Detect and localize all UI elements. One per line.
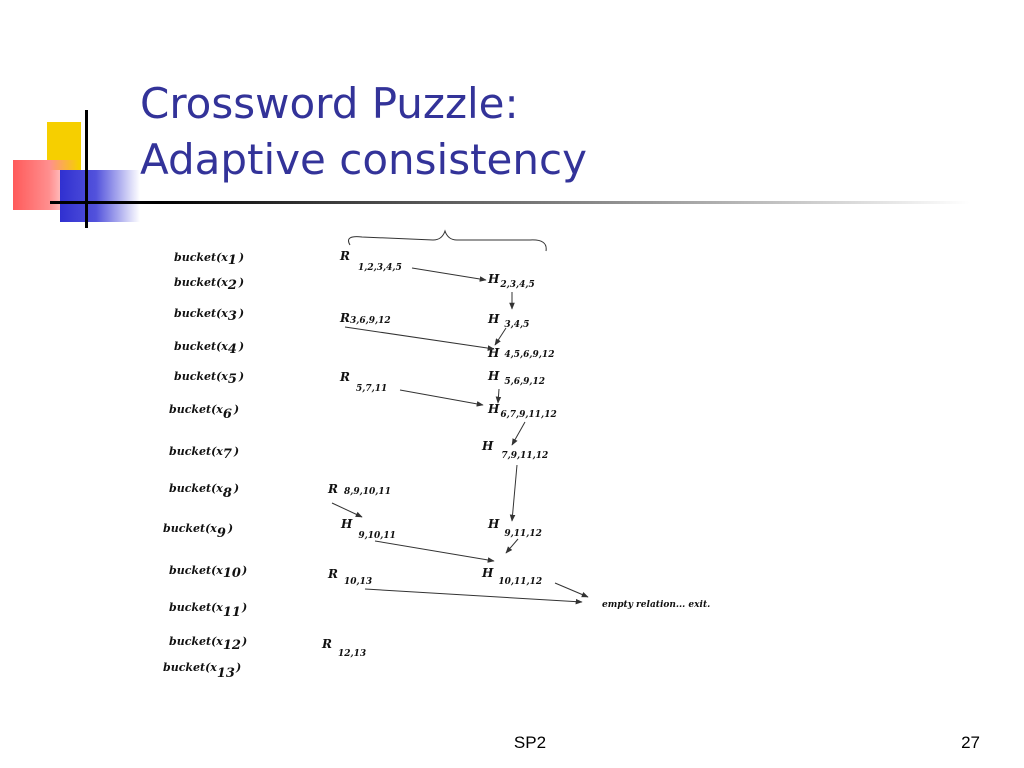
bucket-label: bucket(x12) (169, 635, 247, 653)
slide-title-line-2: Adaptive consistency (140, 135, 587, 184)
slide-title: Crossword Puzzle: Adaptive consistency (140, 76, 587, 188)
arrow (331, 502, 363, 518)
bucket-label: bucket(x11) (169, 601, 247, 620)
bucket-label: bucket(x3) (174, 307, 244, 324)
bucket-labels: bucket(x1) bucket(x2) bucket(x3) bucket(… (163, 251, 247, 681)
arrow (344, 326, 495, 351)
bucket-label: bucket(x2) (174, 276, 244, 293)
slide-number: 27 (961, 733, 980, 752)
arrow (494, 327, 507, 346)
arrow (399, 389, 484, 407)
bucket-label: bucket(x5) (174, 370, 244, 387)
message-arrows (331, 267, 589, 605)
bucket-label: bucket(x1) (174, 251, 244, 268)
arrow (554, 582, 589, 598)
footer-label: SP2 (513, 733, 547, 752)
result-text: empty relation... exit. (602, 600, 710, 610)
message-label: H9,11,12 (487, 517, 542, 539)
arrow (511, 421, 526, 446)
arrow (364, 588, 583, 605)
bucket-label: bucket(x10) (169, 564, 247, 581)
message-label: H6,7,9,11,12 (487, 402, 557, 420)
bucket-label: bucket(x7) (169, 445, 239, 462)
bucket-label: bucket(x13) (163, 661, 241, 681)
bucket-label: bucket(x9) (163, 522, 233, 541)
blue-square-decoration (60, 170, 140, 222)
arrow (411, 267, 487, 282)
message-label: H7,9,11,12 (481, 439, 548, 461)
relation-label: R1,2,3,4,5 (339, 249, 402, 273)
arrow (509, 464, 518, 522)
bucket-label: bucket(x4) (174, 340, 244, 357)
relation-label: H9,10,11 (340, 517, 396, 541)
bucket-label: bucket(x6) (169, 403, 239, 422)
vertical-rule (85, 110, 88, 228)
grouping-brace (348, 229, 547, 252)
title-underline (50, 201, 970, 204)
relation-label: R5,7,11 (339, 370, 387, 394)
message-label: H2,3,4,5 (487, 272, 535, 290)
relation-label: R3,6,9,12 (339, 311, 391, 326)
relation-label: R12,13 (321, 637, 366, 659)
bucket-label: bucket(x8) (169, 482, 239, 501)
bucket-elimination-diagram: bucket(x1) bucket(x2) bucket(x3) bucket(… (163, 229, 710, 681)
relation-label: R10,13 (327, 567, 372, 587)
arrow (495, 388, 502, 404)
slide-title-line-1: Crossword Puzzle: (140, 79, 519, 128)
message-label: H10,11,12 (481, 566, 542, 587)
arrow (374, 540, 495, 563)
arrow (505, 538, 519, 554)
